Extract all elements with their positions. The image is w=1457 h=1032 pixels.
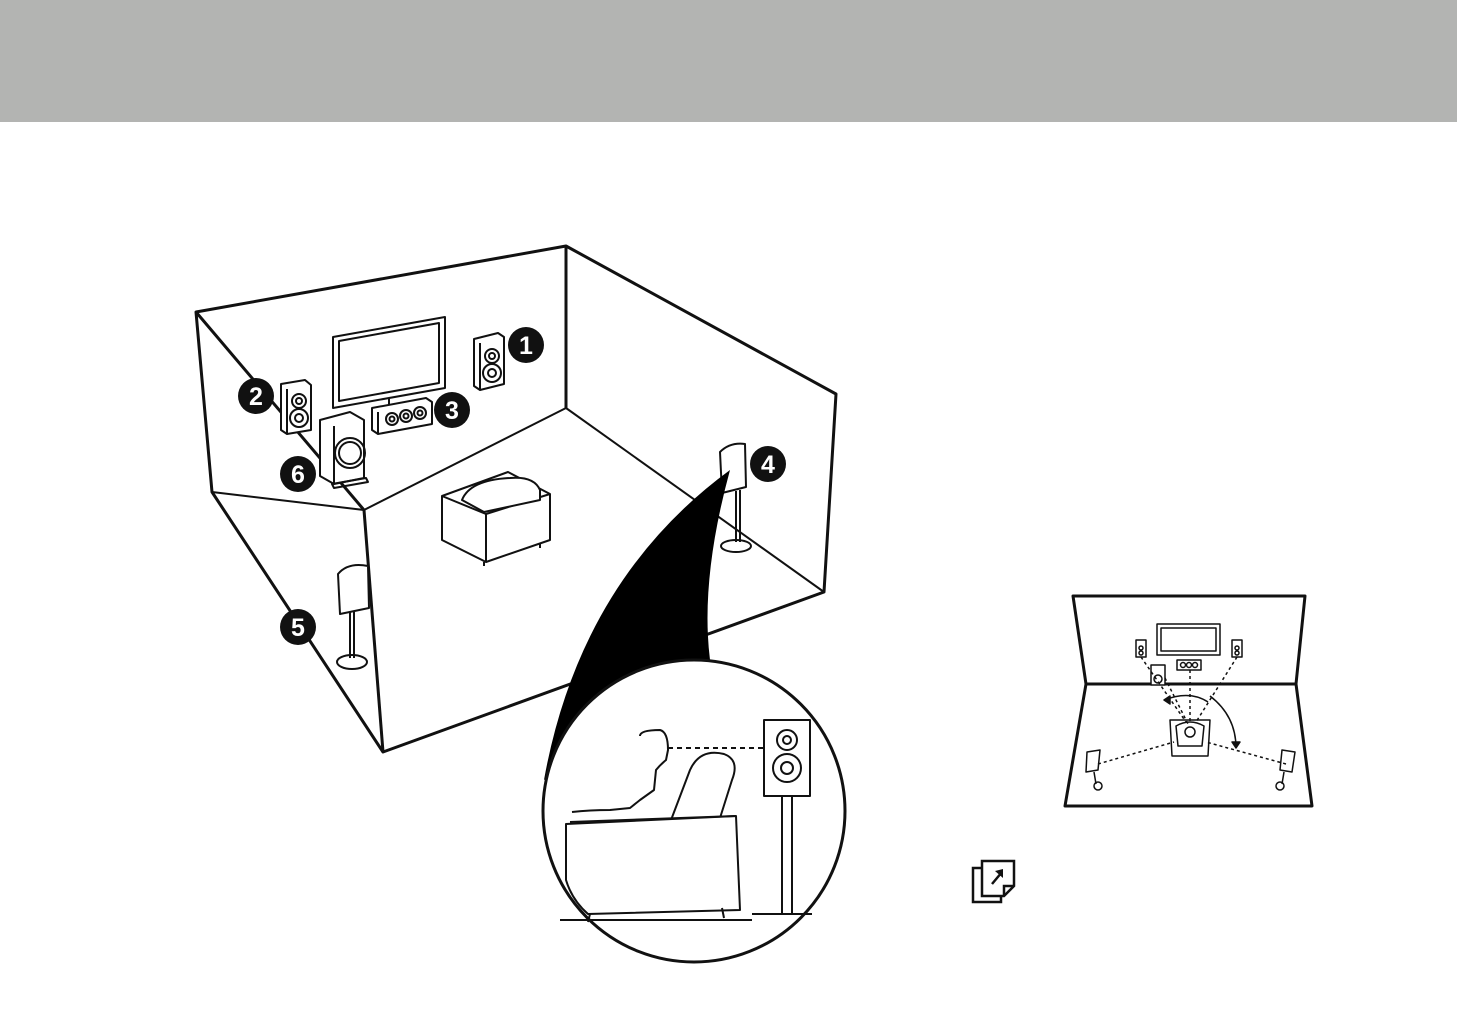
page-reference-button[interactable] [968,858,1020,908]
tv [333,317,445,410]
callout-badge-5: 5 [280,609,316,645]
callout-label-1: 1 [519,332,533,360]
callout-label-5: 5 [291,614,305,642]
center-speaker [372,398,432,434]
callout-label-3: 3 [445,397,459,425]
callout-label-2: 2 [249,383,263,411]
callout-label-6: 6 [291,461,305,489]
front-right-speaker [474,333,504,390]
sofa [442,472,550,566]
front-left-speaker [281,380,311,434]
callout-badge-1: 1 [508,327,544,363]
page-reference-icon [968,858,1020,908]
angle-diagram [1065,596,1312,806]
subwoofer [320,412,368,488]
callout-label-4: 4 [761,451,775,479]
callout-badge-2: 2 [238,378,274,414]
header-background [0,0,1457,122]
surround-left-speaker [337,565,369,669]
callout-badge-3: 3 [434,392,470,428]
callout-badge-4: 4 [750,446,786,482]
callout-badge-6: 6 [280,456,316,492]
